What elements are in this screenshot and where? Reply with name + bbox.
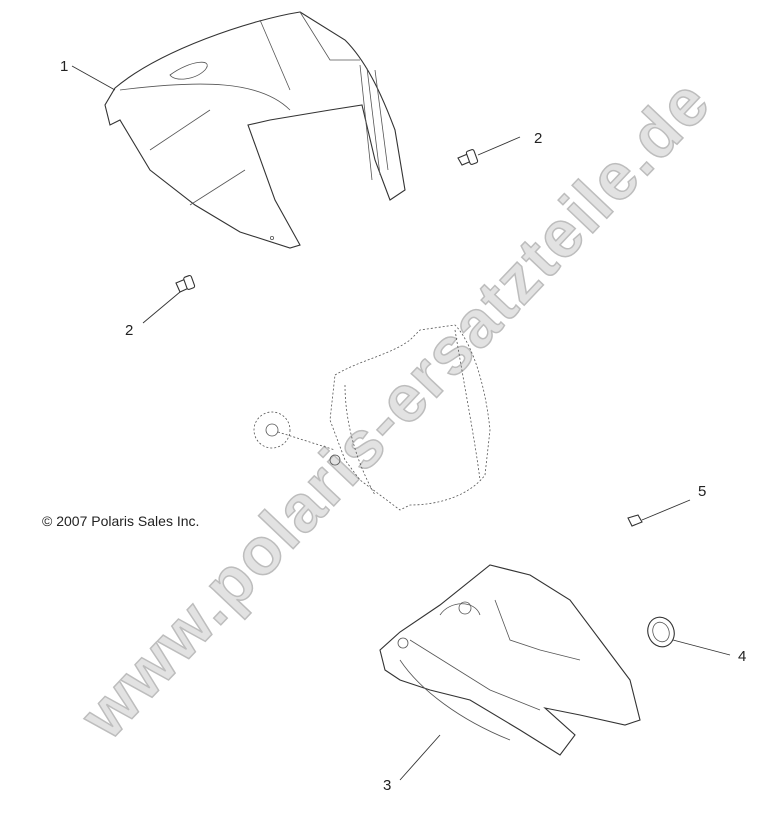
part-5-clip	[627, 499, 691, 527]
callout-3: 3	[383, 777, 392, 794]
part-2-bolt-lower	[142, 275, 196, 324]
part-2-bolt-upper	[457, 136, 521, 166]
callout-2-lower: 2	[125, 322, 134, 339]
part-4-grommet	[647, 616, 731, 656]
callout-5: 5	[698, 483, 707, 500]
part-1-upper-cover	[71, 11, 406, 249]
headlight-assembly	[253, 324, 491, 511]
part-3-lower-cover	[379, 564, 641, 781]
callout-2-upper: 2	[534, 130, 543, 147]
callout-4: 4	[738, 648, 747, 665]
callout-1: 1	[60, 58, 69, 75]
copyright-text: © 2007 Polaris Sales Inc.	[42, 513, 200, 529]
